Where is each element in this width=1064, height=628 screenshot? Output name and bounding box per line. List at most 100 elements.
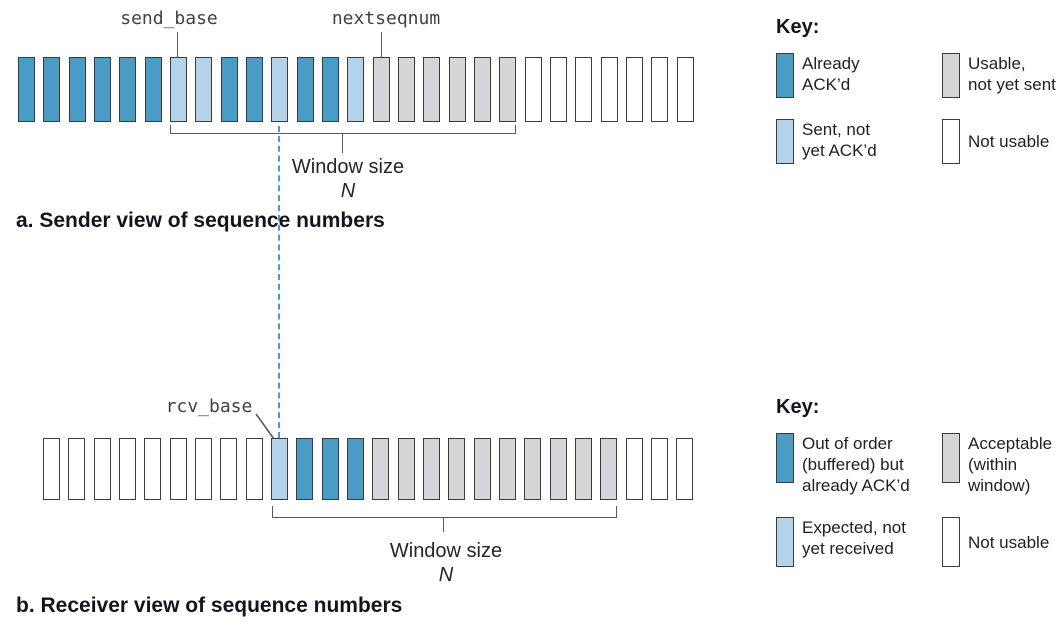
sender-key-title: Key: bbox=[776, 16, 820, 38]
rcv-base-label: rcv_base bbox=[165, 396, 253, 417]
key-item-unusable: Not usable bbox=[942, 517, 1064, 567]
key-swatch-unusable bbox=[942, 517, 960, 567]
seq-cell-unusable bbox=[625, 57, 643, 122]
receiver-window-bracket bbox=[272, 506, 617, 518]
seq-cell-usable bbox=[600, 438, 618, 500]
seq-cell-unusable bbox=[68, 438, 86, 500]
sender-window-size-label: Window size bbox=[291, 156, 405, 178]
seq-cell-unusable bbox=[676, 57, 694, 122]
seq-cell-acked bbox=[321, 57, 339, 122]
key-swatch-usable bbox=[942, 53, 960, 98]
seq-cell-acked bbox=[220, 57, 238, 122]
seq-cell-unusable bbox=[220, 438, 238, 500]
key-swatch-usable bbox=[942, 433, 960, 483]
seq-cell-unusable bbox=[43, 438, 60, 500]
sender-window-bracket bbox=[170, 125, 516, 134]
send-base-pointer-line bbox=[177, 32, 178, 57]
seq-cell-acked bbox=[321, 438, 339, 500]
seq-cell-usable bbox=[498, 438, 516, 500]
seq-cell-acked bbox=[144, 57, 162, 122]
seq-cell-acked bbox=[43, 57, 61, 122]
key-item-label: Already ACK’d bbox=[802, 54, 860, 94]
key-item-label: Not usable bbox=[968, 132, 1050, 151]
seq-cell-usable bbox=[499, 57, 517, 122]
receiver-window-bracket-tick bbox=[443, 517, 444, 532]
sender-window-bracket-tick bbox=[342, 133, 343, 153]
seq-cell-usable bbox=[397, 57, 415, 122]
seq-cell-sent bbox=[195, 57, 213, 122]
seq-cell-usable bbox=[473, 57, 491, 122]
key-swatch-acked bbox=[776, 433, 794, 483]
seq-cell-acked bbox=[296, 438, 314, 500]
key-swatch-sent bbox=[776, 119, 794, 164]
seq-cell-acked bbox=[296, 57, 314, 122]
seq-cell-usable bbox=[448, 438, 466, 500]
nextseqnum-label: nextseqnum bbox=[331, 8, 441, 29]
seq-cell-acked bbox=[119, 57, 137, 122]
seq-cell-acked bbox=[245, 57, 263, 122]
key-swatch-sent bbox=[776, 517, 794, 567]
seq-cell-sent bbox=[270, 438, 288, 500]
seq-cell-usable bbox=[574, 438, 592, 500]
seq-cell-usable bbox=[397, 438, 415, 500]
receiver-window-size-label: Window size bbox=[389, 540, 503, 562]
key-item-usable: Usable, not yet sent bbox=[942, 53, 1064, 98]
seq-cell-unusable bbox=[118, 438, 136, 500]
seq-cell-unusable bbox=[575, 57, 593, 122]
key-item-acked: Out of order (buffered) but already ACK’… bbox=[776, 433, 942, 496]
seq-cell-unusable bbox=[549, 57, 567, 122]
key-item-usable: Acceptable (within window) bbox=[942, 433, 1064, 496]
seq-cell-usable bbox=[423, 57, 441, 122]
seq-cell-unusable bbox=[600, 57, 618, 122]
key-item-label: Not usable bbox=[968, 532, 1050, 552]
send-base-label: send_base bbox=[120, 8, 218, 29]
key-item-unusable: Not usable bbox=[942, 119, 1064, 164]
receiver-key-grid: Out of order (buffered) but already ACK’… bbox=[776, 433, 1064, 567]
seq-cell-unusable bbox=[93, 438, 111, 500]
receiver-caption: b. Receiver view of sequence numbers bbox=[16, 594, 403, 617]
receiver-sequence-row bbox=[43, 438, 694, 500]
seq-cell-unusable bbox=[625, 438, 643, 500]
seq-cell-usable bbox=[372, 57, 390, 122]
receiver-key: Key: Out of order (buffered) but already… bbox=[776, 396, 1064, 567]
sender-window-n-label: N bbox=[340, 180, 356, 202]
key-item-label: Acceptable (within window) bbox=[968, 434, 1053, 495]
seq-cell-acked bbox=[18, 57, 35, 122]
seq-cell-sent bbox=[271, 57, 289, 122]
seq-cell-unusable bbox=[650, 438, 668, 500]
seq-cell-unusable bbox=[676, 438, 694, 500]
seq-cell-unusable bbox=[245, 438, 263, 500]
seq-cell-unusable bbox=[194, 438, 212, 500]
seq-cell-unusable bbox=[524, 57, 542, 122]
key-item-label: Out of order (buffered) but already ACK’… bbox=[802, 434, 910, 495]
seq-cell-usable bbox=[549, 438, 567, 500]
seq-cell-acked bbox=[93, 57, 111, 122]
seq-cell-usable bbox=[422, 438, 440, 500]
key-item-sent: Expected, not yet received bbox=[776, 517, 942, 567]
seq-cell-sent bbox=[347, 57, 365, 122]
seq-cell-unusable bbox=[169, 438, 187, 500]
seq-cell-acked bbox=[68, 57, 86, 122]
key-item-label: Usable, not yet sent bbox=[968, 54, 1056, 94]
key-item-label: Sent, not yet ACK’d bbox=[802, 120, 877, 160]
seq-cell-unusable bbox=[144, 438, 162, 500]
seq-cell-sent bbox=[169, 57, 187, 122]
sender-sequence-row bbox=[18, 57, 694, 122]
key-item-acked: Already ACK’d bbox=[776, 53, 942, 98]
seq-cell-usable bbox=[524, 438, 542, 500]
rcv-base-pointer-line bbox=[255, 413, 275, 440]
receiver-key-title: Key: bbox=[776, 396, 820, 418]
sync-dashed-line bbox=[278, 126, 280, 438]
seq-cell-usable bbox=[473, 438, 491, 500]
sender-caption: a. Sender view of sequence numbers bbox=[16, 209, 385, 232]
key-swatch-acked bbox=[776, 53, 794, 98]
key-swatch-unusable bbox=[942, 119, 960, 164]
seq-cell-usable bbox=[448, 57, 466, 122]
seq-cell-unusable bbox=[651, 57, 669, 122]
seq-cell-acked bbox=[346, 438, 364, 500]
receiver-window-n-label: N bbox=[438, 564, 454, 586]
nextseqnum-pointer-line bbox=[381, 32, 382, 57]
